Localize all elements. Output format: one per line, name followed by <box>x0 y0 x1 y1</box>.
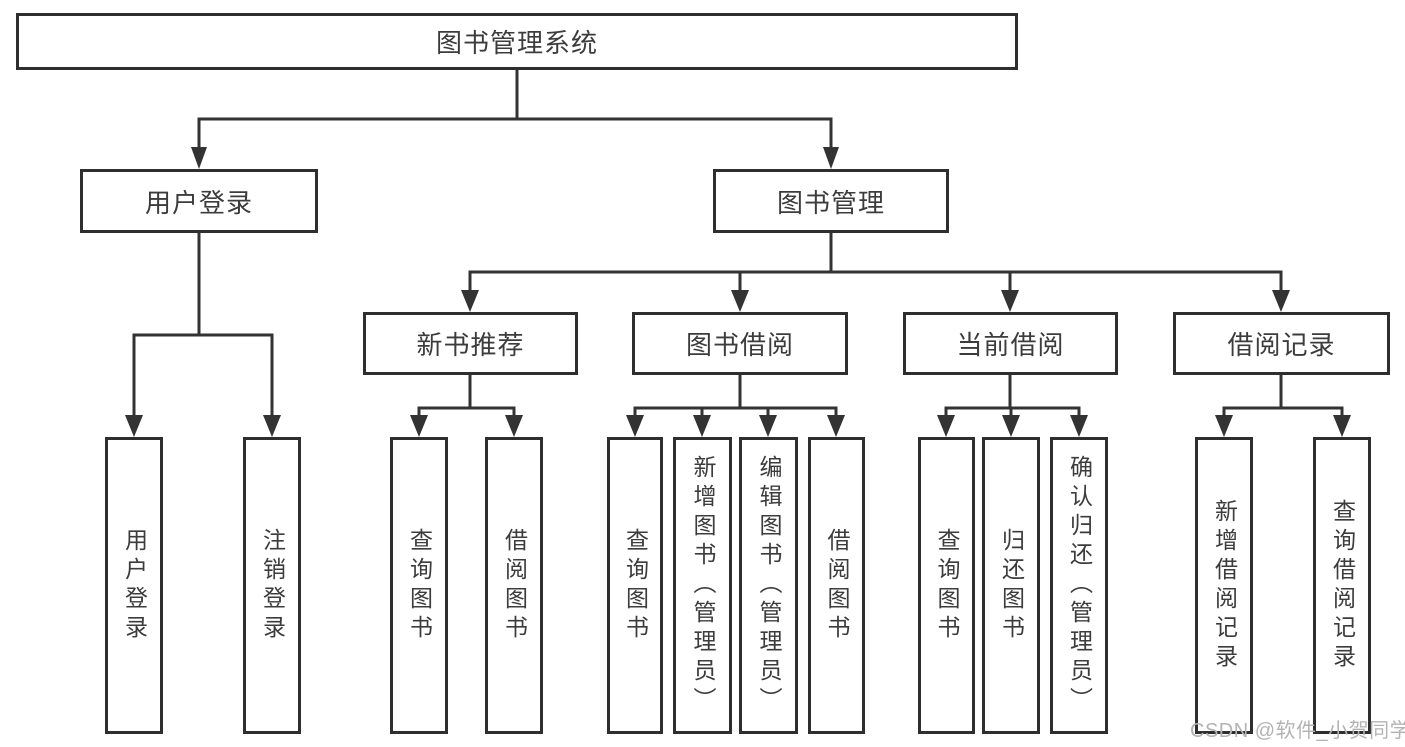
node-label: 用户登录 <box>144 187 253 218</box>
leaf-query-books-current: 查询图书 <box>918 437 975 734</box>
leaf-query-borrow-record: 查询借阅记录 <box>1313 437 1371 734</box>
csdn-watermark: CSDN @软件_小贺同学 <box>1190 720 1405 742</box>
node-label: 当前借阅 <box>956 330 1065 360</box>
node-label: 查询图书 <box>406 527 433 644</box>
node-label: 确认归还（管理员） <box>1066 455 1093 716</box>
leaf-edit-book-admin: 编辑图书（管理员） <box>739 437 798 734</box>
node-book-management: 图书管理 <box>713 169 949 233</box>
node-label: 图书借阅 <box>685 330 794 360</box>
node-label: 注销登录 <box>259 527 286 644</box>
node-label: 用户登录 <box>121 527 148 644</box>
node-label: 查询借阅记录 <box>1329 498 1356 673</box>
leaf-user-login: 用户登录 <box>105 437 163 734</box>
node-label: 新增借阅记录 <box>1211 498 1238 673</box>
node-label: 借阅记录 <box>1227 330 1336 360</box>
node-label: 借阅图书 <box>501 527 528 644</box>
node-label: 图书管理系统 <box>435 28 598 58</box>
node-new-book-recommend: 新书推荐 <box>363 312 578 375</box>
node-label: 归还图书 <box>998 527 1025 644</box>
node-label: 借阅图书 <box>824 527 850 644</box>
node-label: 编辑图书（管理员） <box>756 455 782 716</box>
leaf-query-books-recommend: 查询图书 <box>390 437 448 734</box>
leaf-borrow-books: 借阅图书 <box>808 437 865 734</box>
leaf-borrow-books-recommend: 借阅图书 <box>485 437 543 734</box>
arrowheads <box>125 147 1351 437</box>
node-label: 查询图书 <box>934 527 960 644</box>
node-user-login: 用户登录 <box>80 169 318 233</box>
node-label: 新增图书（管理员） <box>690 455 716 716</box>
leaf-confirm-return-admin: 确认归还（管理员） <box>1050 437 1108 734</box>
node-borrow-records: 借阅记录 <box>1173 312 1390 375</box>
node-label: 新书推荐 <box>416 330 525 360</box>
node-label: 图书管理 <box>776 187 885 218</box>
node-current-borrow: 当前借阅 <box>903 312 1118 375</box>
leaf-logout: 注销登录 <box>243 437 301 734</box>
node-library-system: 图书管理系统 <box>16 13 1018 70</box>
leaf-add-book-admin: 新增图书（管理员） <box>673 437 732 734</box>
node-label: 查询图书 <box>622 527 649 644</box>
leaf-query-books-borrow: 查询图书 <box>607 437 663 734</box>
leaf-return-book: 归还图书 <box>982 437 1040 734</box>
leaf-add-borrow-record: 新增借阅记录 <box>1195 437 1253 734</box>
node-book-borrow: 图书借阅 <box>632 312 848 375</box>
